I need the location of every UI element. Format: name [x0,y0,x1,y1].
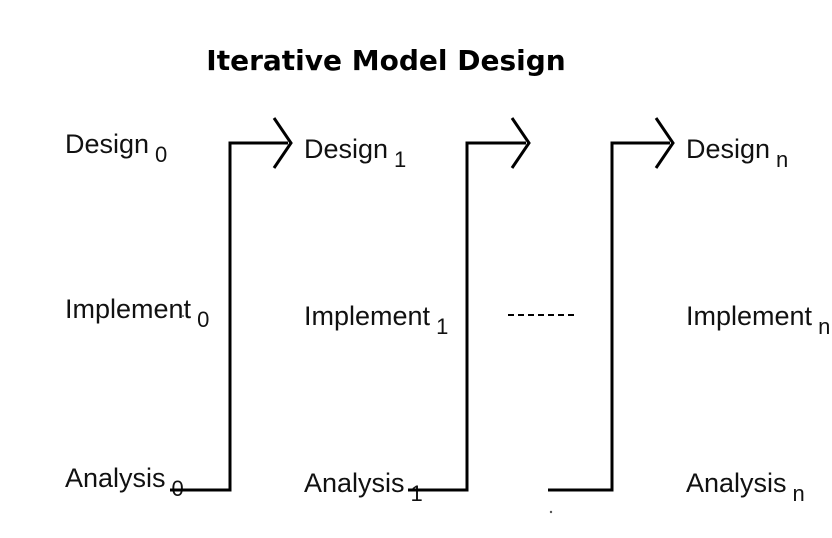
connector-analysis0-to-design1 [170,117,293,492]
connector-line-1 [170,141,288,492]
connector-line-3 [548,141,670,492]
connector-prev-to-designn [548,117,675,492]
analysis-1-subscript: 1 [411,481,423,506]
diagram-title: Iterative Model Design [206,44,565,77]
design-1-subscript: 1 [394,147,406,172]
analysis-1-text: Analysis [304,468,405,498]
design-1-text: Design [304,134,388,164]
implement-1-subscript: 1 [436,314,448,339]
design-n-text: Design [686,134,770,164]
analysis-n-subscript: n [793,481,805,506]
implement-0-subscript: 0 [197,307,209,332]
design-0-text: Design [65,129,149,159]
scan-speck [549,510,553,514]
arrow-right-icon [510,117,531,169]
arrow-right-icon [272,117,293,169]
analysis-0-text: Analysis [65,463,166,493]
scan-speck [182,315,184,317]
connector-analysis1-to-next [408,117,531,492]
implement-1-text: Implement [304,301,431,331]
arrow-right-icon [654,117,675,169]
implement-n-subscript: n [818,314,830,339]
implement-0-text: Implement [65,294,192,324]
connector-line-2 [408,141,526,492]
design-n-subscript: n [776,147,788,172]
design-0-subscript: 0 [155,142,167,167]
implement-n-text: Implement [686,301,813,331]
analysis-n-text: Analysis [686,468,787,498]
